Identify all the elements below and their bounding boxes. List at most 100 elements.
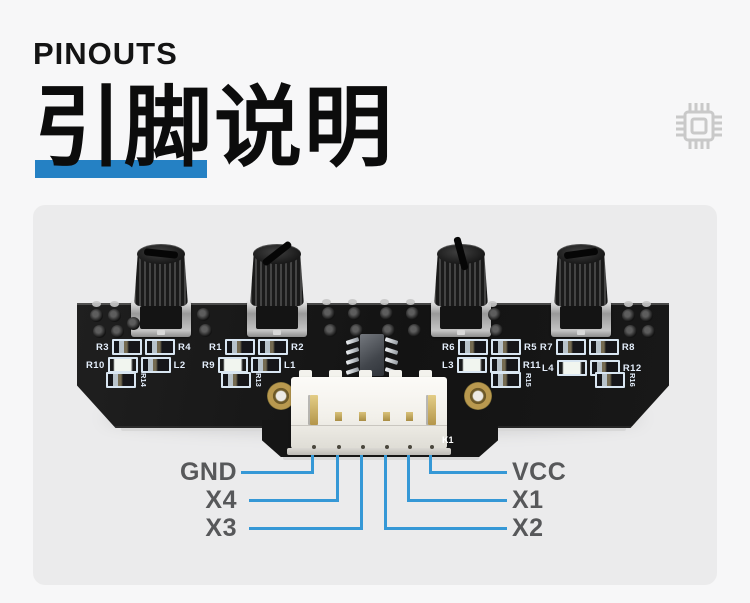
connector-seam bbox=[291, 425, 447, 426]
callout-line-gnd bbox=[311, 448, 314, 474]
solder-pad bbox=[642, 325, 655, 338]
smd-resistor bbox=[111, 339, 142, 355]
callout-line-x2 bbox=[384, 527, 507, 530]
solder-pad bbox=[348, 307, 361, 320]
silkscreen-label: R1 bbox=[209, 341, 222, 353]
silkscreen-label: R16 bbox=[628, 373, 637, 387]
potentiometer-knob-2 bbox=[250, 240, 304, 306]
silkscreen-label: R6 bbox=[442, 341, 455, 353]
connector-pin-1 bbox=[310, 395, 318, 425]
solder-pad bbox=[488, 308, 501, 321]
callout-line-x4 bbox=[336, 448, 339, 502]
silkscreen-group: R14 bbox=[106, 372, 148, 388]
solder-pad bbox=[90, 309, 103, 322]
solder-pad bbox=[380, 307, 393, 320]
connector-notch bbox=[329, 370, 342, 378]
pin-exit bbox=[385, 445, 389, 449]
solder-pad bbox=[350, 324, 363, 337]
callout-line-vcc bbox=[429, 448, 432, 474]
solder-pad bbox=[640, 309, 653, 322]
pin-label-vcc: VCC bbox=[512, 458, 567, 486]
pin-label-x2: X2 bbox=[512, 514, 544, 542]
silkscreen-group: R9 L1 bbox=[202, 357, 296, 373]
solder-glint bbox=[406, 299, 415, 305]
mounting-hole-right bbox=[464, 382, 492, 410]
silkscreen-label: L4 bbox=[542, 362, 554, 374]
solder-glint bbox=[348, 299, 357, 305]
solder-glint bbox=[488, 301, 497, 307]
silkscreen-label: R4 bbox=[177, 341, 191, 353]
callout-line-x2 bbox=[384, 448, 387, 530]
connector-notch bbox=[299, 370, 312, 378]
pot-base-3 bbox=[431, 301, 491, 337]
connector-pin-5 bbox=[406, 412, 413, 421]
led bbox=[456, 357, 487, 373]
callout-line-x3 bbox=[249, 527, 363, 530]
solder-pad bbox=[322, 307, 335, 320]
solder-pad bbox=[622, 309, 635, 322]
connector-notch bbox=[389, 370, 402, 378]
led bbox=[217, 357, 248, 373]
silkscreen-label: R14 bbox=[139, 373, 148, 387]
solder-pad bbox=[408, 324, 421, 337]
pin-exit bbox=[408, 445, 412, 449]
silkscreen-group: R1 R2 bbox=[209, 339, 304, 355]
solder-pad bbox=[127, 317, 140, 330]
callout-line-x1 bbox=[407, 499, 507, 502]
solder-glint bbox=[380, 299, 389, 305]
silkscreen-label: L1 bbox=[283, 359, 296, 371]
silkscreen-group: R10 L2 bbox=[86, 357, 186, 373]
solder-pad bbox=[406, 307, 419, 320]
connector-notch bbox=[419, 370, 432, 378]
solder-pad bbox=[93, 325, 106, 338]
smd-resistor bbox=[140, 357, 171, 373]
silkscreen-label: R11 bbox=[522, 359, 541, 371]
solder-pad bbox=[197, 308, 210, 321]
solder-pad bbox=[108, 309, 121, 322]
callout-line-x3 bbox=[360, 448, 363, 530]
silkscreen-group: L3 R11 bbox=[442, 357, 541, 373]
connector-pin-4 bbox=[383, 412, 390, 421]
led bbox=[107, 357, 138, 373]
solder-pad bbox=[382, 324, 395, 337]
solder-glint bbox=[110, 301, 119, 307]
silkscreen-label: L3 bbox=[442, 359, 454, 371]
smd-resistor bbox=[224, 339, 255, 355]
silkscreen-label: R10 bbox=[86, 359, 105, 371]
solder-glint bbox=[624, 301, 633, 307]
connector-pin-3 bbox=[359, 412, 366, 421]
callout-line-x4 bbox=[249, 499, 339, 502]
title-accent-bar bbox=[35, 160, 207, 178]
pot-base-4 bbox=[551, 301, 611, 337]
silkscreen-group: R16 bbox=[595, 372, 637, 388]
smd-resistor bbox=[489, 357, 520, 373]
silkscreen-group: R3 R4 bbox=[96, 339, 191, 355]
smd-resistor bbox=[555, 339, 586, 355]
silkscreen-group: R13 bbox=[221, 372, 263, 388]
pot-base-2 bbox=[247, 301, 307, 337]
pin-exit bbox=[430, 445, 434, 449]
solder-pad bbox=[199, 324, 212, 337]
solder-pad bbox=[490, 324, 503, 337]
silkscreen-label: R3 bbox=[96, 341, 109, 353]
pin-exit bbox=[337, 445, 341, 449]
potentiometer-knob-3 bbox=[434, 236, 488, 306]
pin-label-x4: X4 bbox=[205, 486, 237, 514]
solder-glint bbox=[92, 301, 101, 307]
silkscreen-label: R5 R7 bbox=[523, 341, 553, 353]
connector-pin-2 bbox=[335, 412, 342, 421]
smd-resistor bbox=[490, 339, 521, 355]
callout-line-gnd bbox=[241, 471, 314, 474]
pin-label-gnd: GND bbox=[179, 458, 237, 486]
connector-base bbox=[287, 448, 451, 455]
solder-glint bbox=[322, 299, 331, 305]
smd-resistor bbox=[250, 357, 281, 373]
smd-resistor bbox=[257, 339, 288, 355]
pin-label-x3: X3 bbox=[205, 514, 237, 542]
silkscreen-label: R15 bbox=[524, 373, 533, 387]
callout-line-vcc bbox=[429, 471, 507, 474]
ic-chip bbox=[360, 334, 384, 376]
silkscreen-label: R8 bbox=[621, 341, 635, 353]
potentiometer-knob-1 bbox=[134, 244, 188, 306]
silkscreen-label: R9 bbox=[202, 359, 215, 371]
